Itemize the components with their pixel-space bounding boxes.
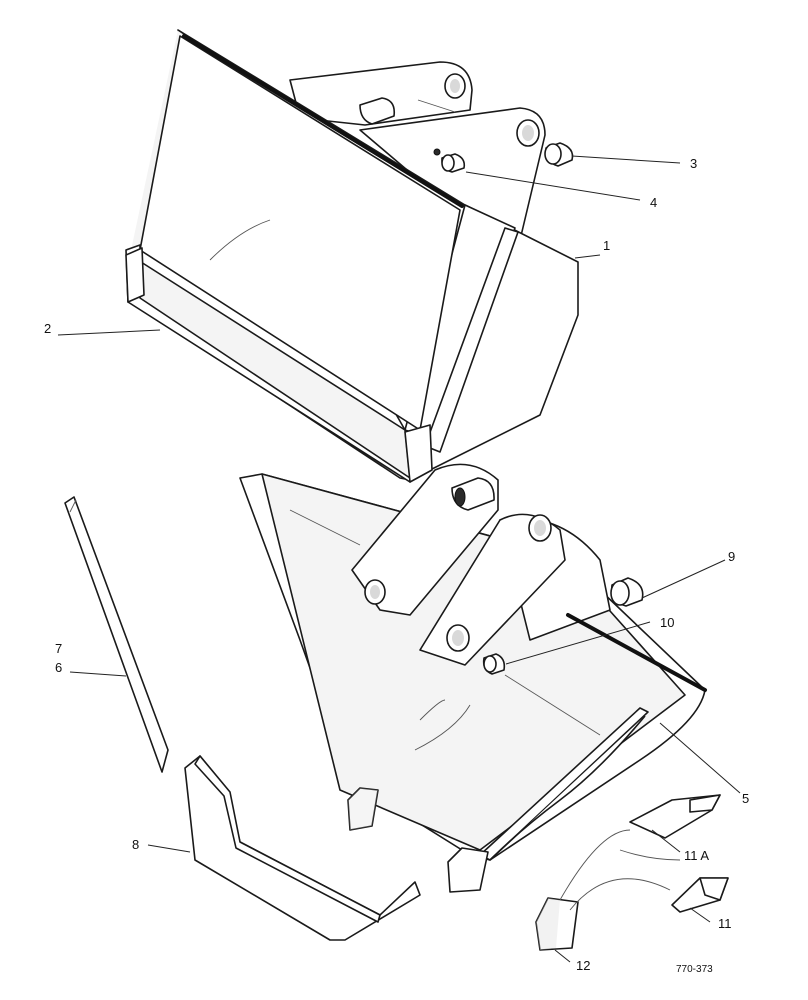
callout-5: 5 xyxy=(742,791,749,806)
upper-front-bracket xyxy=(359,107,546,241)
callout-1: 1 xyxy=(603,238,610,253)
callout-2: 2 xyxy=(44,321,51,336)
callout-3: 3 xyxy=(690,156,697,171)
callout-6: 6 xyxy=(55,660,62,675)
lower-bucket-assembly xyxy=(239,463,707,893)
upper-rear-bracket xyxy=(289,61,473,126)
callout-11: 11 xyxy=(718,916,732,931)
callout-11a: 11 A xyxy=(684,848,709,863)
bushing-3 xyxy=(544,142,574,167)
callout-8: 8 xyxy=(132,837,139,852)
upper-pivot-tube xyxy=(359,97,396,125)
bushing-9 xyxy=(610,577,644,607)
tooth-right xyxy=(447,847,489,893)
callout-9: 9 xyxy=(728,549,735,564)
tooth-left xyxy=(347,787,379,831)
callout-7: 7 xyxy=(55,641,62,656)
bushing-10 xyxy=(482,653,506,675)
side-cutter-blade xyxy=(64,496,169,773)
bucket-assembly xyxy=(125,29,579,483)
callout-12: 12 xyxy=(576,958,590,973)
bushing-4 xyxy=(441,153,466,173)
tooth-12 xyxy=(535,897,579,951)
callout-4: 4 xyxy=(650,195,657,210)
drawing-number: 770-373 xyxy=(676,964,713,975)
callout-10: 10 xyxy=(660,615,674,630)
